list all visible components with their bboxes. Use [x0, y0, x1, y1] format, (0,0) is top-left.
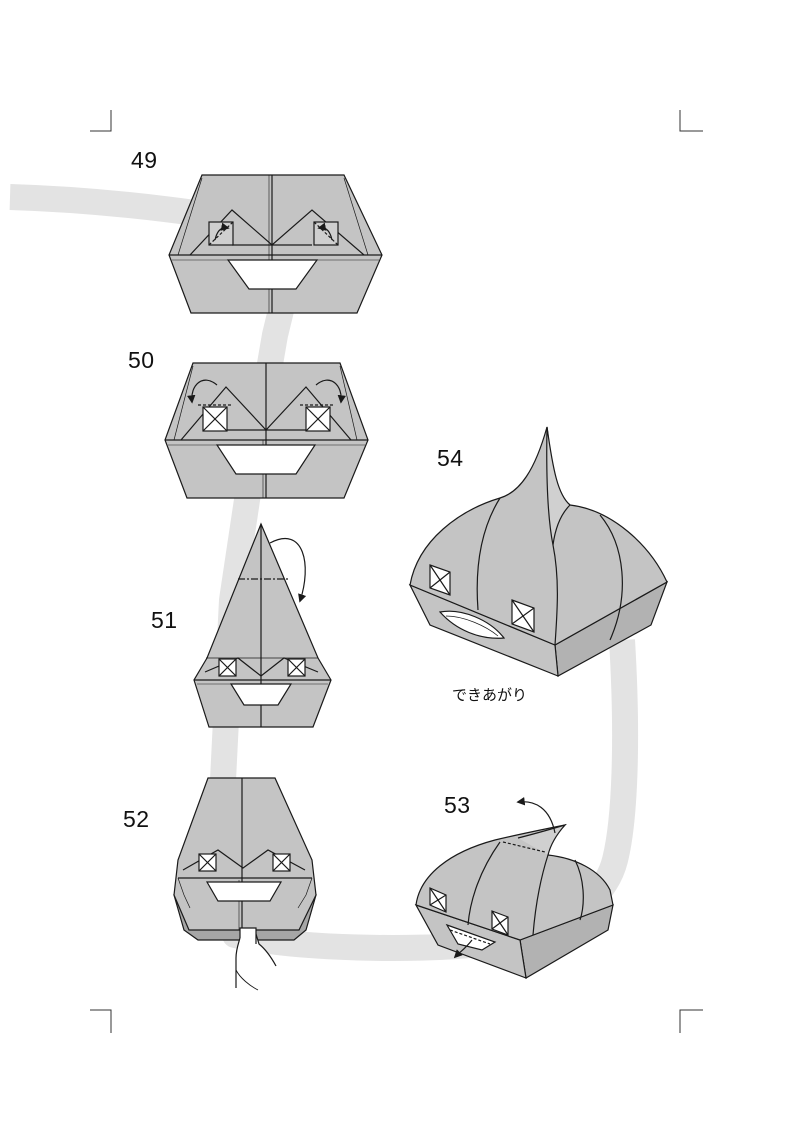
step-number-52: 52: [123, 806, 150, 832]
step-52-figure: [173, 777, 317, 991]
step-51-figure: [193, 522, 332, 728]
step-number-50: 50: [128, 347, 155, 373]
step-number-54: 54: [437, 445, 464, 471]
fold-arrow-icon: [317, 222, 333, 241]
fold-arrow-icon: [187, 379, 218, 404]
step-number-53: 53: [444, 792, 471, 818]
fold-arrow-icon: [315, 379, 346, 404]
step-50-figure: [164, 362, 369, 499]
fold-arrow-icon: [516, 797, 556, 834]
hand-icon: [235, 927, 277, 991]
fold-arrow-icon: [453, 939, 473, 959]
finished-caption: できあがり: [452, 686, 528, 704]
crop-mark-icon: [90, 110, 703, 1033]
fold-arrow-icon: [269, 537, 307, 603]
step-number-51: 51: [151, 607, 178, 633]
step-49-figure: [168, 174, 383, 314]
step-number-49: 49: [131, 147, 158, 173]
fold-arrow-icon: [214, 222, 230, 241]
step-53-figure: [414, 797, 614, 979]
step-54-figure: [408, 426, 669, 677]
